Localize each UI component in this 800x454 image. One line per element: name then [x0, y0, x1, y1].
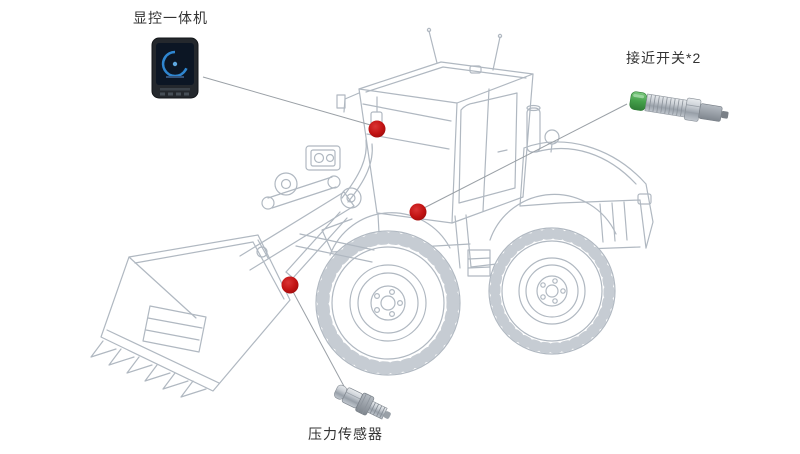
- pressure-sensor-image: [333, 384, 391, 420]
- thread-stub: [367, 400, 388, 420]
- label-proximity-switch: 接近开关*2: [626, 50, 702, 66]
- marker-pressure-mount: [281, 276, 299, 294]
- display-unit-image: [151, 37, 199, 99]
- wheel-loader-wireframe: [90, 27, 654, 398]
- mount-markers: [281, 120, 427, 294]
- cab-outline: [336, 61, 534, 224]
- leader-line-pressure: [290, 287, 347, 391]
- front-wheel: [315, 230, 461, 376]
- gauge-icon: [161, 50, 189, 78]
- label-pressure-sensor: 压力传感器: [308, 426, 383, 442]
- loader-arm-outline: [239, 139, 375, 279]
- engine-hood-outline: [489, 104, 654, 249]
- rear-wheel: [488, 227, 616, 355]
- device-buttons: [160, 92, 189, 96]
- leader-line-display: [202, 76, 375, 127]
- marker-display-mount: [368, 120, 386, 138]
- proximity-switch-image: [629, 91, 729, 122]
- antenna-icon: [426, 27, 503, 71]
- leader-lines: [202, 76, 628, 391]
- bucket-outline: [90, 234, 291, 398]
- leader-line-proximity: [421, 103, 628, 210]
- marker-proximity-mount: [409, 203, 427, 221]
- thread-lines: [648, 95, 684, 116]
- label-display-unit: 显控一体机: [133, 10, 208, 26]
